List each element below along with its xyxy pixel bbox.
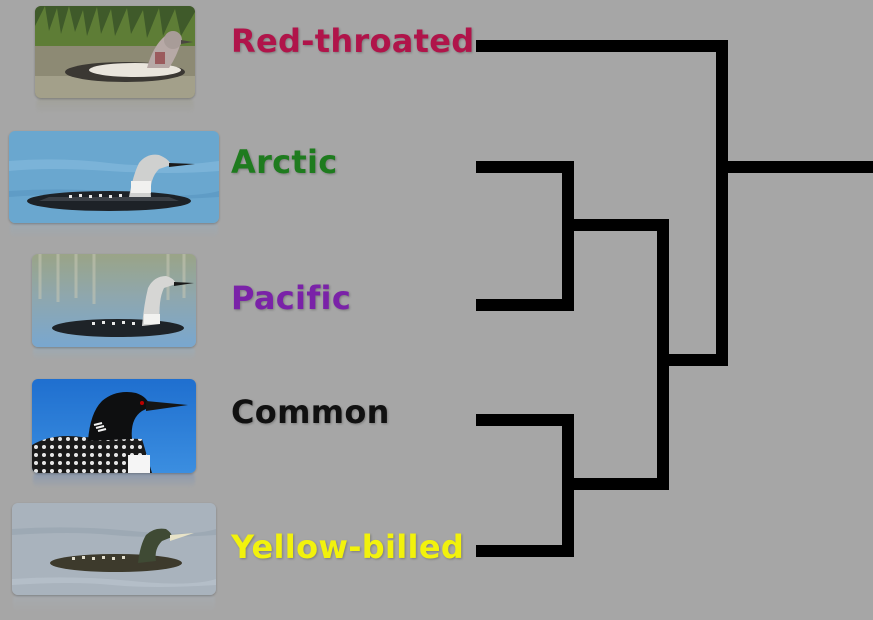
- branch-red-throated: [476, 46, 722, 360]
